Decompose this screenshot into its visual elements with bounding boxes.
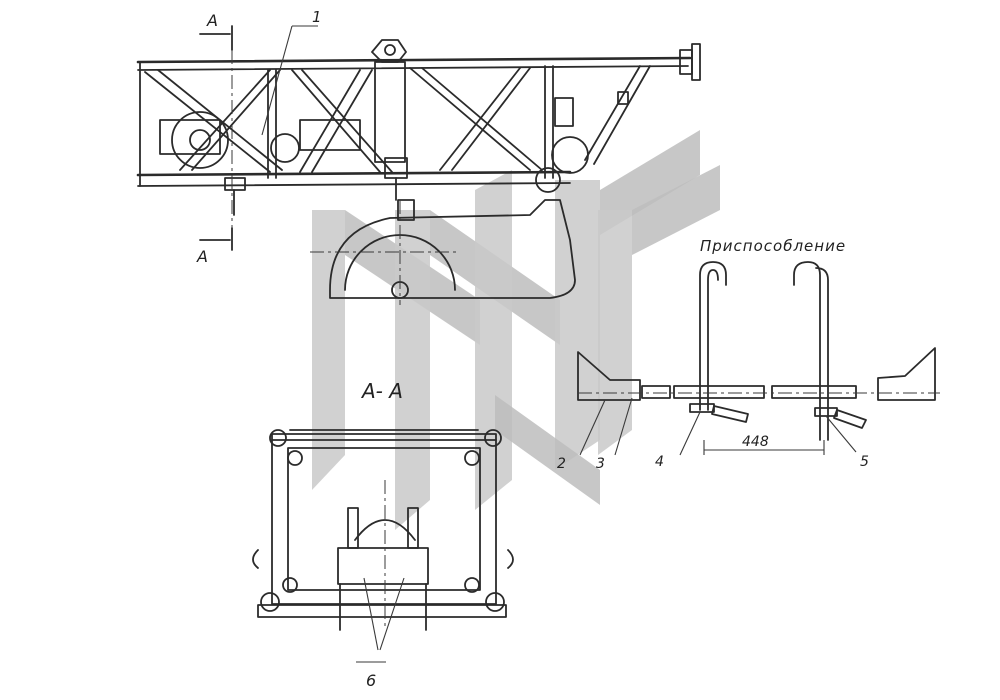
watermark-logo — [312, 130, 720, 530]
section-mark-top: А — [206, 11, 218, 30]
dimension-label: 448 — [742, 434, 769, 450]
callout-2: 2 — [557, 456, 566, 472]
fixture-title: Приспособление — [700, 237, 846, 255]
callout-6: 6 — [366, 671, 376, 690]
callout-5: 5 — [860, 454, 869, 470]
saw-guard — [310, 199, 576, 305]
section-mark-bottom: А — [196, 247, 208, 266]
fixture-detail — [577, 261, 940, 456]
section-title: А- А — [360, 379, 403, 403]
truss-boom — [136, 25, 701, 251]
callout-3: 3 — [596, 456, 605, 472]
callout-4: 4 — [655, 454, 664, 470]
section-view — [252, 429, 514, 663]
callout-1: 1 — [312, 8, 322, 26]
